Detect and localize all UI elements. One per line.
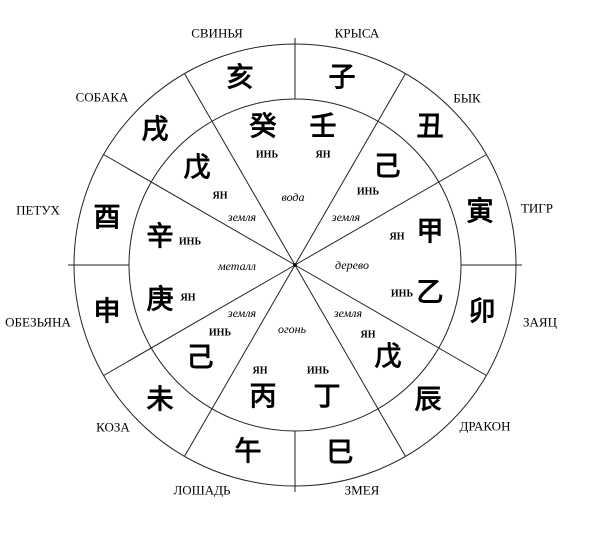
branch-chen: 辰 <box>415 385 442 416</box>
animal-label-monkey: ОБЕЗЬЯНА <box>5 315 71 330</box>
polarity-label: ИНЬ <box>357 187 380 198</box>
animal-label-horse: ЛОШАДЬ <box>173 483 231 498</box>
stem-wu-se: 戊 <box>375 342 402 373</box>
stem-jia: 甲 <box>417 217 444 248</box>
radial-line <box>294 264 406 457</box>
branch-zi: 子 <box>329 63 356 94</box>
animal-label-rat: КРЫСА <box>335 26 380 41</box>
animal-label-ox: БЫК <box>453 91 481 106</box>
polarity-label: ЯН <box>253 366 268 377</box>
radial-line <box>184 264 296 457</box>
stem-gui: 癸 <box>249 111 278 143</box>
polarity-label: ЯН <box>316 150 331 161</box>
animal-label-dragon: ДРАКОН <box>460 419 511 434</box>
polarity-label: ЯН <box>213 191 228 202</box>
polarity-label: ИНЬ <box>209 328 232 339</box>
center-dot <box>293 263 297 267</box>
element-wood: дерево <box>335 258 369 272</box>
element-fire: огонь <box>278 322 307 336</box>
radial-line <box>184 73 296 266</box>
polarity-label: ЯН <box>390 232 405 243</box>
polarity-label: ИНЬ <box>391 289 414 300</box>
element-water: вода <box>282 190 305 204</box>
branch-chou: 丑 <box>417 112 444 143</box>
stem-ren: 壬 <box>310 112 337 143</box>
polarity-label: ИНЬ <box>179 237 202 248</box>
animal-label-pig: СВИНЬЯ <box>191 26 243 41</box>
stem-yi: 乙 <box>417 278 444 309</box>
stem-geng: 庚 <box>147 284 174 316</box>
stem-wu-nw: 戊 <box>184 153 211 184</box>
branch-wu: 午 <box>235 436 262 468</box>
stem-ji-sw: 己 <box>187 343 214 374</box>
polarity-label: ИНЬ <box>256 150 279 161</box>
element-earth: земля <box>331 210 361 224</box>
radial-line <box>103 264 296 376</box>
wheel-lines <box>68 38 522 492</box>
radial-line <box>294 73 406 266</box>
stem-bing: 丙 <box>250 382 277 413</box>
element-earth: земля <box>227 210 257 224</box>
element-metal: металл <box>217 259 256 273</box>
stem-ji-ne: 己 <box>374 152 401 183</box>
radial-line <box>103 154 296 266</box>
animal-label-goat: КОЗА <box>96 420 130 435</box>
animal-label-tiger: ТИГР <box>521 201 553 216</box>
branch-yin: 寅 <box>467 196 494 228</box>
stem-ding: 丁 <box>314 382 341 413</box>
branch-mao: 卯 <box>469 297 496 328</box>
element-earth: земля <box>227 306 257 320</box>
branch-xu: 戌 <box>142 115 169 146</box>
polarity-label: ИНЬ <box>307 366 330 377</box>
animal-label-dog: СОБАКА <box>76 90 129 105</box>
element-earth: земля <box>333 306 363 320</box>
branch-shen: 申 <box>94 297 121 328</box>
radial-line <box>294 264 487 376</box>
animal-label-snake: ЗМЕЯ <box>345 483 380 498</box>
branch-si: 巳 <box>327 438 354 469</box>
branch-you: 酉 <box>94 203 121 234</box>
stem-xin: 辛 <box>147 221 174 253</box>
branch-hai: 亥 <box>227 62 254 94</box>
polarity-label: ЯН <box>361 330 376 341</box>
polarity-label: ЯН <box>181 293 196 304</box>
radial-line <box>294 154 487 266</box>
animal-label-rooster: ПЕТУХ <box>16 203 60 218</box>
animal-label-rabbit: ЗАЯЦ <box>523 315 558 330</box>
branch-wei: 未 <box>147 385 174 416</box>
